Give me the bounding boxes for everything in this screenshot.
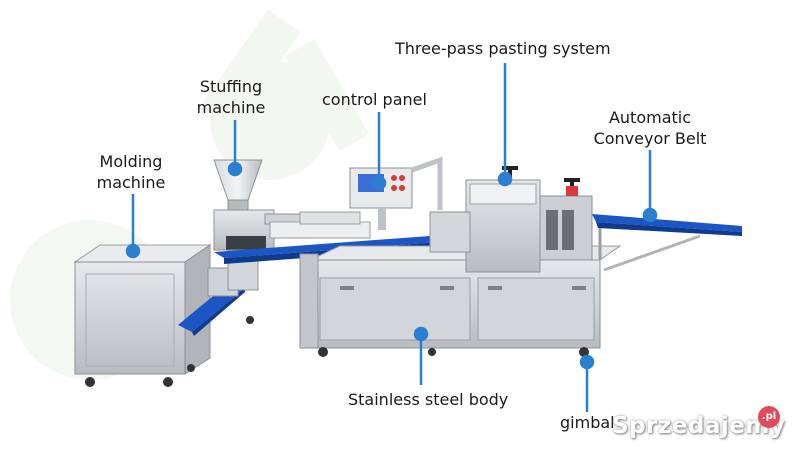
label-gimbal: gimbal <box>560 413 615 432</box>
label-automatic-line1: Automatic <box>608 108 692 127</box>
leader-lines <box>125 63 658 412</box>
label-automatic-line2: Conveyor Belt <box>593 129 707 148</box>
label-stuffing: Stuffing machine <box>197 76 266 118</box>
main-body <box>299 245 622 357</box>
label-three-pass: Three-pass pasting system <box>395 39 611 58</box>
label-stuffing-line1: Stuffing <box>199 77 263 96</box>
label-stainless-body: Stainless steel body <box>348 390 509 409</box>
label-stuffing-line2: machine <box>196 98 266 117</box>
label-control-panel: control panel <box>322 90 427 109</box>
molding-machine <box>73 244 245 387</box>
label-molding: Molding machine <box>97 151 166 193</box>
pasting-system <box>429 166 593 273</box>
control-panel-unit <box>349 156 443 230</box>
label-molding-line1: Molding <box>99 152 163 171</box>
automatic-conveyor <box>592 214 742 272</box>
sprzedajemy-watermark: Sprzedajemy <box>612 413 786 439</box>
label-automatic-conveyor: Automatic Conveyor Belt <box>594 107 707 149</box>
sprzedajemy-badge: .pl <box>758 406 780 428</box>
label-molding-line2: machine <box>96 173 166 192</box>
